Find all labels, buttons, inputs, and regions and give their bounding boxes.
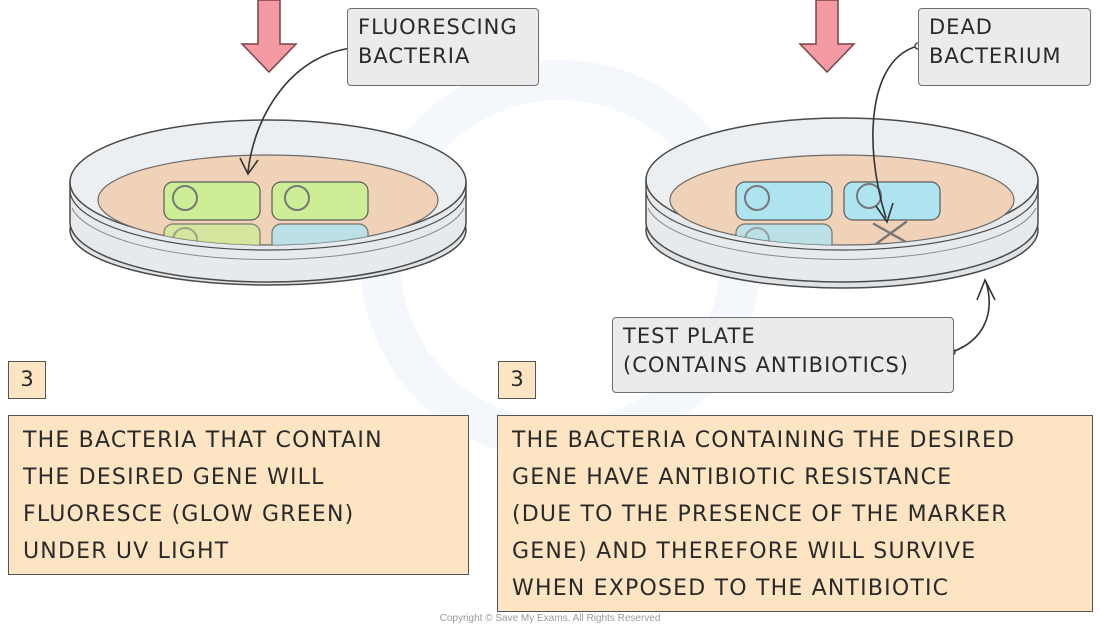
plasmid-ring bbox=[856, 183, 882, 209]
caption-line: FLUORESCE (GLOW GREEN) bbox=[23, 502, 355, 527]
downward-arrow-right bbox=[798, 0, 856, 74]
callout-line: FLUORESCING bbox=[358, 15, 518, 39]
callout-test-plate: TEST PLATE (CONTAINS ANTIBIOTICS) bbox=[612, 317, 954, 393]
callout-arrowhead bbox=[239, 157, 259, 176]
dead-bacterium-cross-icon bbox=[872, 220, 908, 245]
plasmid-ring bbox=[744, 185, 770, 211]
caption-line: UNDER UV LIGHT bbox=[23, 539, 230, 564]
caption-line: GENE) AND THEREFORE WILL SURVIVE bbox=[512, 539, 977, 564]
callout-dead-bacterium: DEAD BACTERIUM bbox=[918, 8, 1091, 86]
caption-line: GENE HAVE ANTIBIOTIC RESISTANCE bbox=[512, 465, 953, 490]
callout-pointer-dead bbox=[872, 45, 919, 219]
caption-line: THE BACTERIA THAT CONTAIN bbox=[23, 428, 383, 453]
downward-arrow-left bbox=[240, 0, 298, 74]
plasmid-ring bbox=[284, 185, 310, 211]
callout-arrowhead bbox=[976, 278, 996, 301]
callout-fluorescing-bacteria: FLUORESCING BACTERIA bbox=[347, 8, 539, 86]
caption-box-left: THE BACTERIA THAT CONTAIN THE DESIRED GE… bbox=[8, 415, 469, 575]
bacterium-resistant bbox=[843, 181, 941, 221]
caption-line: (DUE TO THE PRESENCE OF THE MARKER bbox=[512, 502, 1008, 527]
callout-line: BACTERIUM bbox=[929, 44, 1062, 68]
callout-line: DEAD bbox=[929, 15, 993, 39]
step-number-right: 3 bbox=[498, 361, 536, 399]
copyright-notice: Copyright © Save My Exams. All Rights Re… bbox=[439, 613, 661, 624]
petri-dish-right bbox=[645, 117, 1039, 289]
callout-pointer-fluorescing bbox=[247, 47, 353, 173]
caption-line: THE BACTERIA CONTAINING THE DESIRED bbox=[512, 428, 1016, 453]
step-number-left: 3 bbox=[8, 361, 46, 399]
callout-line: BACTERIA bbox=[358, 44, 471, 68]
caption-box-right: THE BACTERIA CONTAINING THE DESIRED GENE… bbox=[497, 415, 1093, 612]
callout-pointer-plate bbox=[951, 281, 990, 353]
caption-line: WHEN EXPOSED TO THE ANTIBIOTIC bbox=[512, 576, 950, 601]
callout-arrowhead bbox=[875, 202, 894, 224]
callout-line: (CONTAINS ANTIBIOTICS) bbox=[623, 353, 909, 377]
plasmid-ring bbox=[172, 185, 198, 211]
petri-dish-left bbox=[69, 119, 467, 286]
callout-line: TEST PLATE bbox=[623, 324, 756, 348]
caption-line: THE DESIRED GENE WILL bbox=[23, 465, 325, 490]
